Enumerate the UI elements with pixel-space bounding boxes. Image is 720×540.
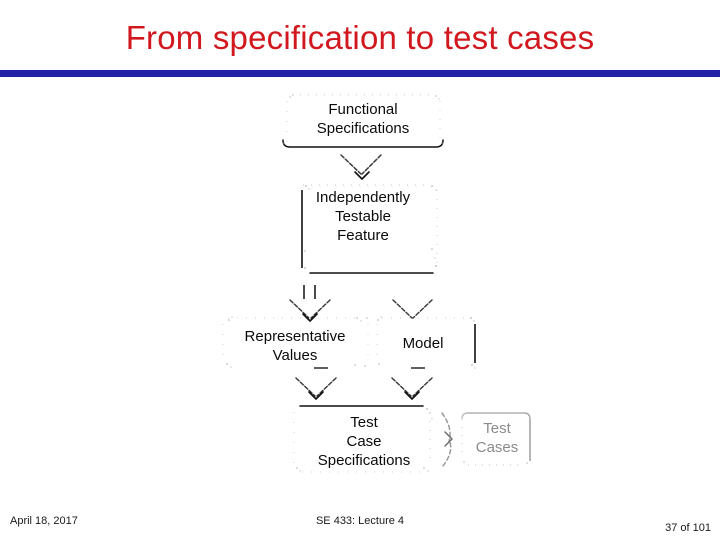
node-label-line: Specifications	[316, 120, 410, 137]
node-label-line: Test	[483, 420, 511, 437]
node-label-line: Cases	[475, 439, 519, 456]
page-title: From specification to test cases	[125, 19, 595, 56]
edge-arrow-feature-to-values	[289, 285, 331, 322]
node-box-functional-specifications	[282, 94, 444, 148]
node-box-independently-testable-feature	[301, 184, 438, 274]
node-box-model	[376, 316, 476, 369]
node-label-line: Feature	[337, 227, 389, 244]
node-box-test-case-specifications	[293, 405, 433, 473]
footer-date: April 18, 2017	[10, 515, 78, 527]
node-label-line: Testable	[335, 208, 391, 225]
edge-arrow-feature-to-model	[392, 299, 433, 319]
title-divider	[0, 70, 720, 77]
node-label-line: Case	[346, 433, 382, 450]
node-label-line: Specifications	[317, 452, 411, 469]
footer-course: SE 433: Lecture 4	[315, 515, 405, 527]
node-label-model: Model	[376, 334, 470, 353]
box-border-bottom	[282, 139, 444, 148]
node-label-line: Representative	[244, 328, 346, 345]
node-label-line: Test	[350, 414, 378, 431]
node-label-test-case-specifications: Test Case Specifications	[293, 413, 435, 470]
footer-page-number: 37 of 101	[665, 522, 711, 534]
node-label-test-cases: Test Cases	[464, 419, 530, 457]
node-label-line: Independently	[315, 189, 411, 206]
node-label-line: Model	[402, 335, 444, 352]
edge-arrow-values-to-testcasespecs	[295, 377, 337, 400]
edge-arrow-testcasespecs-to-testcases	[441, 412, 453, 467]
node-box-representative-values	[222, 316, 369, 369]
node-box-test-cases	[461, 412, 531, 466]
node-label-functional-specifications: Functional Specifications	[286, 100, 440, 138]
node-label-representative-values: Representative Values	[222, 327, 368, 365]
node-label-line: Values	[272, 347, 318, 364]
edge-arrow-specs-to-feature	[340, 154, 382, 180]
edge-arrow-model-to-testcasespecs	[391, 377, 433, 400]
node-label-line: Functional	[328, 101, 398, 118]
node-label-independently-testable-feature: Independently Testable Feature	[298, 188, 428, 245]
